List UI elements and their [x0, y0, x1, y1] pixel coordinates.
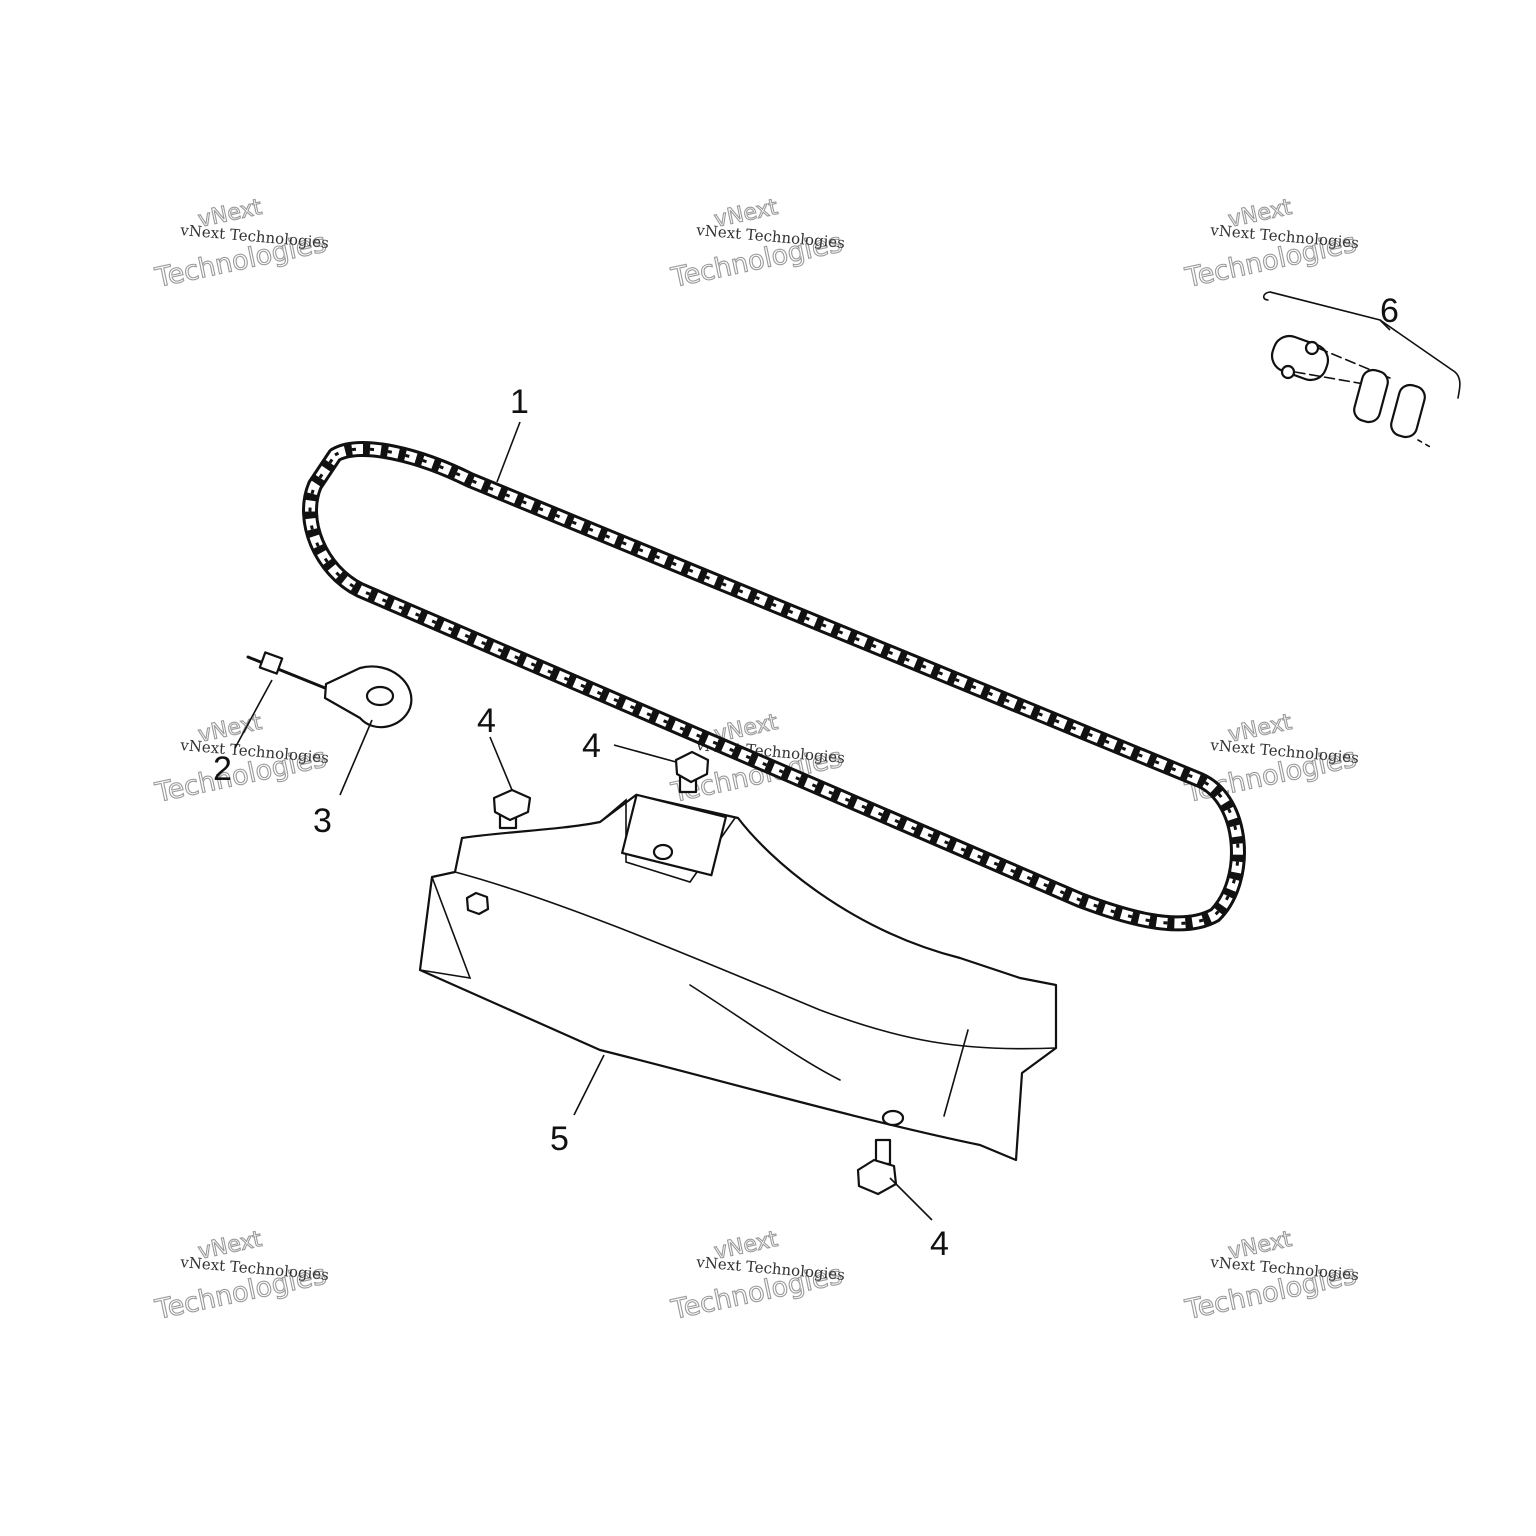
callout-5: 5 [550, 1120, 569, 1158]
callout-2: 2 [213, 750, 232, 788]
chain-adjuster [246, 651, 413, 729]
bolt-lower [856, 1138, 898, 1196]
callout-3: 3 [313, 802, 332, 840]
bolt-upper-mid [674, 750, 710, 794]
chain-guard [418, 793, 1058, 1162]
drive-chain [302, 441, 1246, 932]
master-link [1262, 291, 1461, 449]
callout-1: 1 [510, 383, 529, 421]
callout-6: 6 [1380, 292, 1399, 330]
leader-lines [234, 319, 1391, 1221]
callout-4-upper-mid: 4 [582, 727, 601, 765]
callout-4-lower: 4 [930, 1225, 949, 1263]
callout-4-upper-left: 4 [477, 702, 496, 740]
bolt-upper-left [492, 788, 532, 830]
